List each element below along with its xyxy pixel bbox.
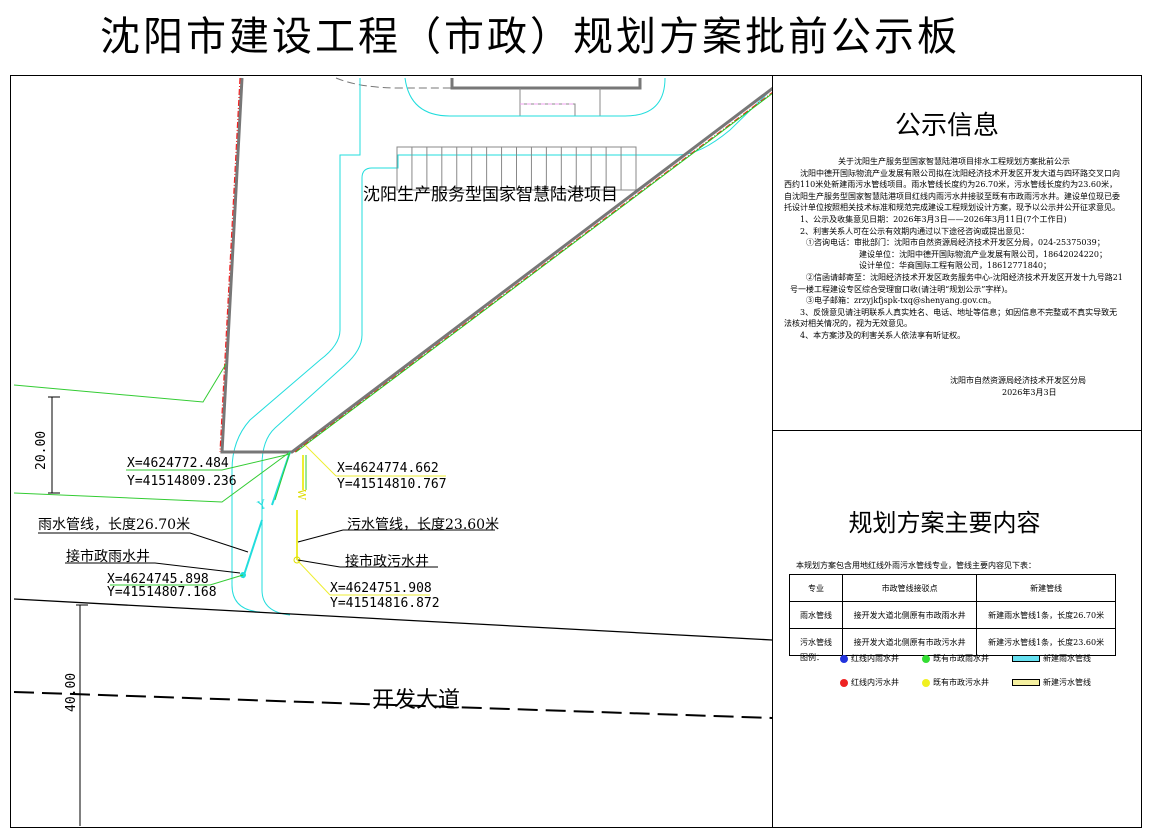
- coord3-y: Y=41514807.168: [107, 585, 217, 600]
- project-name-label: 沈阳生产服务型国家智慧陆港项目: [363, 185, 618, 205]
- notice-heading: 公示信息: [894, 111, 999, 141]
- dimension-20-label: 20.00: [34, 430, 49, 470]
- table-cell: 新建污水管线1条，长度23.60米: [976, 628, 1116, 656]
- legend-item: 新建雨水管线: [1012, 653, 1091, 664]
- column-header: 市政管线接驳点: [841, 574, 978, 602]
- table-cell: 接开发大道北侧原有市政污水井: [841, 628, 978, 656]
- building-outline: [450, 78, 642, 90]
- coord1-x: X=4624772.484: [127, 456, 229, 471]
- page-title: 沈阳市建设工程（市政）规划方案批前公示板: [100, 14, 960, 60]
- notice-email[interactable]: ③电子邮箱：zrzyjkfjspk-txq@shenyang.gov.cn。: [806, 296, 996, 306]
- sewage-pipe-label: 污水管线，长度23.60米: [347, 517, 500, 533]
- new-sewage-pipe-icon: [1012, 679, 1040, 686]
- dimension-line-40: [76, 604, 88, 826]
- table-row: 雨水管线 接开发大道北侧原有市政雨水井 新建雨水管线1条，长度26.70米: [789, 601, 1116, 629]
- legend-item: 红线内污水井: [840, 677, 899, 688]
- table-cell: 雨水管线: [789, 601, 843, 629]
- sewage-pipe-mark: W: [295, 488, 309, 501]
- coord2-y: Y=41514810.767: [337, 477, 447, 492]
- road-centerline: [13, 691, 772, 719]
- notice-signer: 沈阳市自然资源局经济技术开发区分局: [950, 376, 1086, 385]
- sewage-well-label: 接市政污水井: [345, 554, 429, 570]
- legend-item: 新建污水管线: [1012, 677, 1091, 688]
- existing-sewage-well-icon: [922, 678, 930, 687]
- dashed-outline: [335, 77, 452, 89]
- panel-divider: [772, 430, 1142, 431]
- coord1-y: Y=41514809.236: [127, 474, 237, 489]
- building-detail: [519, 88, 601, 116]
- coord3-x: X=4624745.898: [107, 572, 209, 587]
- phone-designer: 设计单位：华商国际工程有限公司，18612771840；: [859, 261, 1051, 271]
- notice-title: 关于沈阳生产服务型国家智慧陆港项目排水工程规划方案批前公示: [838, 157, 1070, 166]
- site-plan-drawing: [13, 77, 772, 826]
- phone-builder: 建设单位：沈阳中德开国际物流产业发展有限公司，18642024220；: [859, 249, 1107, 259]
- phone-approval: 审批部门：沈阳市自然资源局经济技术开发区分局，024-25375039；: [854, 238, 1105, 248]
- green-boundary: [13, 363, 227, 403]
- notice-mail: ②信函请邮寄至：沈阳经济技术开发区政务服务中心-沈阳经济技术开发区开发十九号路2…: [790, 272, 1123, 294]
- board-frame: [10, 75, 1142, 828]
- property-boundary: [220, 77, 772, 454]
- dimension-line-20: [48, 396, 60, 494]
- notice-date: 2026年3月3日: [1002, 388, 1057, 397]
- coord4-y: Y=41514816.872: [330, 596, 440, 611]
- notice-body: 沈阳中德开国际物流产业发展有限公司拟在沈阳经济技术开发区开发大道与四环路交叉口向…: [784, 168, 1120, 213]
- existing-rain-well-icon: [922, 654, 930, 663]
- table-cell: 新建雨水管线1条，长度26.70米: [976, 601, 1116, 629]
- road-curb-left: [231, 78, 361, 613]
- table-row: 污水管线 接开发大道北侧原有市政污水井 新建污水管线1条，长度23.60米: [789, 628, 1116, 656]
- coord4-x: X=4624751.908: [330, 581, 432, 596]
- notice-text: 关于沈阳生产服务型国家智慧陆港项目排水工程规划方案批前公示 沈阳中德开国际物流产…: [784, 156, 1124, 342]
- sewage-well-inside-icon: [840, 678, 848, 687]
- notice-item-2: 2、利害关系人可在公示有效期内通过以下途径咨询或提出意见：: [800, 226, 1030, 236]
- sewage-pipe: [296, 455, 304, 560]
- rain-pipe: [242, 451, 291, 579]
- pipeline-table: 专业 市政管线接驳点 新建管线 雨水管线 接开发大道北侧原有市政雨水井 新建雨水…: [789, 574, 1116, 656]
- legend-item: 既有市政污水井: [922, 677, 989, 688]
- red-line-boundary: [219, 77, 772, 453]
- rain-well-inside-icon: [840, 654, 848, 663]
- new-rain-pipe-icon: [1012, 655, 1040, 662]
- legend-label: 图例：: [800, 653, 824, 662]
- dimension-40-label: 40.00: [64, 672, 79, 712]
- notice-item-1: 1、公示及收集意见日期：2026年3月3日——2026年3月11日(7个工作日): [800, 214, 1067, 224]
- phone-label: ①咨询电话：: [806, 238, 854, 248]
- parking-stalls: [396, 146, 637, 191]
- legend-item: 红线内雨水井: [840, 653, 899, 664]
- notice-item-4: 4、本方案涉及的利害关系人依法享有听证权。: [800, 330, 966, 340]
- table-cell: 接开发大道北侧原有市政雨水井: [841, 601, 978, 629]
- road-name-label: 开发大道: [372, 688, 461, 713]
- road-curb: [404, 77, 666, 117]
- road-curb-right: [361, 89, 772, 179]
- column-header: 新建管线: [976, 574, 1116, 602]
- info-panel: [772, 75, 1142, 828]
- rain-well-label: 接市政雨水井: [66, 549, 150, 565]
- legend-item: 既有市政雨水井: [922, 653, 989, 664]
- plan-intro: 本规划方案包含用地红线外雨污水管线专业，管线主要内容见下表：: [796, 561, 1036, 570]
- plan-heading: 规划方案主要内容: [848, 509, 1041, 537]
- rain-pipe-label: 雨水管线，长度26.70米: [38, 517, 191, 533]
- notice-item-3: 3、反馈意见请注明联系人真实姓名、电话、地址等信息；如因信息不完整或不真实导致无…: [784, 307, 1118, 329]
- table-cell: 污水管线: [789, 628, 843, 656]
- coord2-x: X=4624774.662: [337, 461, 439, 476]
- table-header: 专业 市政管线接驳点 新建管线: [789, 574, 1116, 602]
- column-header: 专业: [789, 574, 843, 602]
- road-edge: [13, 598, 772, 641]
